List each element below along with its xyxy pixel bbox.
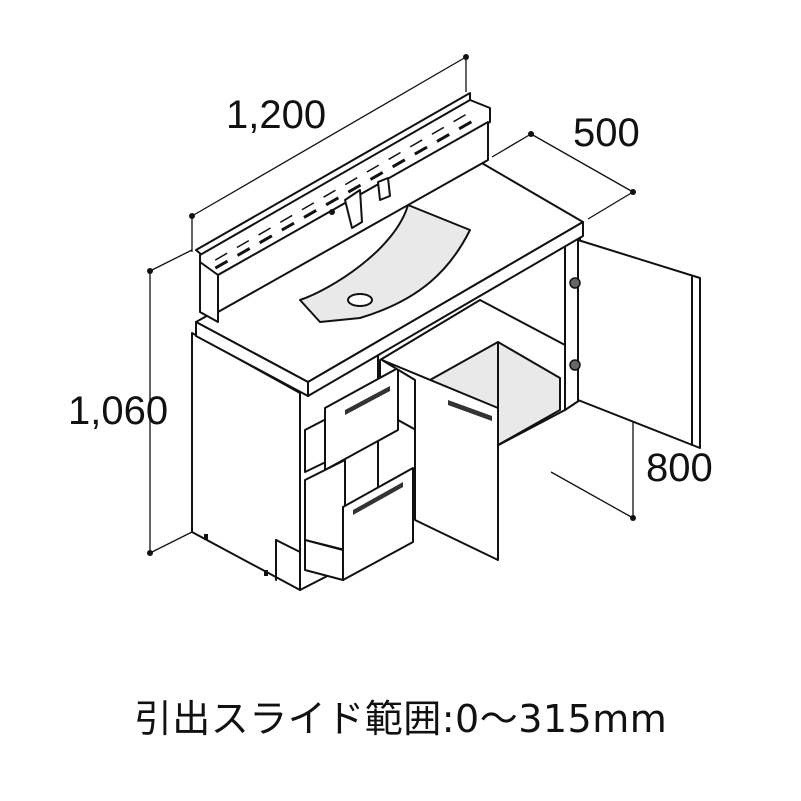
rail-slot <box>214 259 229 270</box>
rail-slot <box>414 145 428 156</box>
door-height-extension-bottom <box>550 471 634 519</box>
depth-extension-back <box>491 133 532 158</box>
rail-slot <box>453 114 466 123</box>
rail-slot <box>436 133 450 143</box>
rail-slot <box>258 234 273 245</box>
rail-slot <box>369 171 384 181</box>
hinge-bottom-icon <box>569 359 581 371</box>
rail-slot <box>303 209 317 219</box>
basin <box>299 204 471 323</box>
slide-range-caption: 引出スライド範囲:0～315mm <box>133 697 668 741</box>
rail-slot <box>347 183 362 194</box>
rail-slot <box>301 202 315 211</box>
lower-drawer[interactable] <box>304 459 414 581</box>
width-dimension-line <box>191 56 467 217</box>
foot-left <box>204 534 208 540</box>
rail-slot <box>214 252 228 261</box>
rail-slot <box>458 120 473 131</box>
rail-slot <box>344 177 358 186</box>
center-door-handle[interactable] <box>448 400 492 421</box>
rail-slot <box>258 227 271 236</box>
hinge-top-icon <box>569 277 581 289</box>
rail-slot <box>409 139 423 148</box>
rail-slot <box>325 196 340 207</box>
depth-label: 500 <box>573 111 640 155</box>
door-height-label: 800 <box>646 446 713 490</box>
foot-right <box>264 570 268 576</box>
width-label: 1,200 <box>226 93 326 137</box>
rail-slot <box>391 158 406 169</box>
lower-drawer-handle[interactable] <box>353 482 403 515</box>
rail-slot <box>431 126 445 135</box>
height-label: 1,060 <box>68 389 168 433</box>
lower-drawer-side <box>304 539 344 581</box>
right-door-panel[interactable] <box>577 239 701 449</box>
height-extension-bottom <box>149 531 193 554</box>
shelf-rail-slots <box>214 114 473 270</box>
rail-slot <box>366 164 380 173</box>
rail-slot <box>388 151 401 161</box>
upper-drawer[interactable] <box>304 367 399 473</box>
vanity-cabinet <box>191 92 701 591</box>
height-extension-top <box>149 249 193 272</box>
rail-slot <box>281 221 295 232</box>
rail-slot <box>236 247 251 257</box>
faucet-icon <box>329 177 391 229</box>
countertop-side-edge <box>307 221 584 397</box>
rail-slot <box>279 214 293 224</box>
depth-dimension-line <box>530 133 634 193</box>
rail-slot <box>236 239 250 249</box>
center-door[interactable] <box>381 359 499 561</box>
rail-slot <box>323 189 336 198</box>
upper-drawer-handle[interactable] <box>345 386 390 415</box>
drain-icon <box>347 293 373 307</box>
backsplash-left <box>199 261 219 323</box>
right-door[interactable] <box>569 239 701 449</box>
depth-extension-front <box>587 191 634 220</box>
